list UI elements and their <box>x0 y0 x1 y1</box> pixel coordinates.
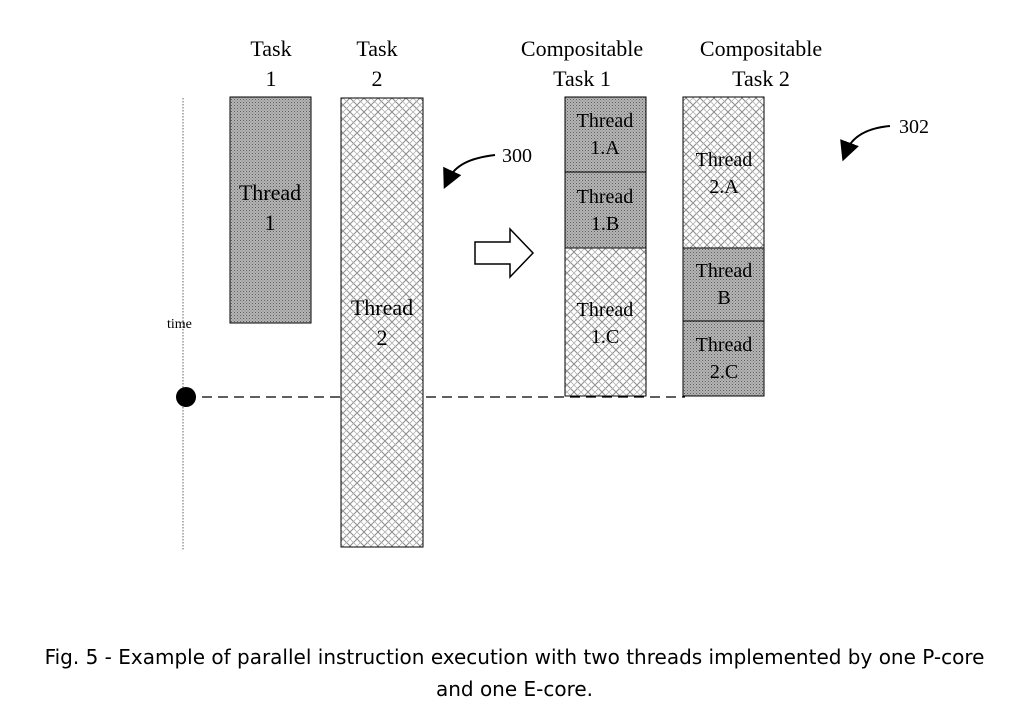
block-thread2b: Thread B <box>682 247 765 322</box>
svg-text:2.C: 2.C <box>710 361 738 383</box>
transform-arrow-icon <box>474 227 535 279</box>
block-thread1: Thread 1 <box>229 96 312 324</box>
ref-302: 302 <box>840 116 929 162</box>
block-thread2: Thread 2 <box>340 97 424 548</box>
header-task1: Task 1 <box>250 36 291 91</box>
svg-text:Task 2: Task 2 <box>732 66 790 91</box>
svg-text:Task: Task <box>356 36 397 61</box>
svg-text:Thread: Thread <box>696 334 753 356</box>
svg-text:Compositable: Compositable <box>521 36 643 61</box>
svg-text:Thread: Thread <box>696 260 753 282</box>
block-thread1a: Thread 1.A <box>564 96 647 173</box>
svg-text:1: 1 <box>266 66 277 91</box>
header-task2: Task 2 <box>356 36 397 91</box>
time-marker-dot <box>176 387 196 407</box>
block-thread1b: Thread 1.B <box>564 171 647 249</box>
svg-text:1.A: 1.A <box>590 137 620 159</box>
svg-text:Thread: Thread <box>577 299 634 321</box>
block-thread2c: Thread 2.C <box>682 320 765 397</box>
svg-text:Thread: Thread <box>351 295 413 320</box>
time-label: time <box>167 317 192 332</box>
block-thread1c: Thread 1.C <box>564 247 647 397</box>
svg-text:Thread: Thread <box>696 149 753 171</box>
figure-caption: Fig. 5 - Example of parallel instruction… <box>0 641 1029 705</box>
svg-text:B: B <box>717 287 730 309</box>
svg-text:2.A: 2.A <box>709 176 739 198</box>
svg-text:302: 302 <box>899 116 929 138</box>
header-compositable-task1: Compositable Task 1 <box>521 36 643 91</box>
svg-text:Task: Task <box>250 36 291 61</box>
svg-text:Compositable: Compositable <box>700 36 822 61</box>
svg-text:Thread: Thread <box>577 186 634 208</box>
svg-text:300: 300 <box>502 145 532 167</box>
svg-text:1: 1 <box>265 210 276 235</box>
ref-300: 300 <box>443 145 532 190</box>
header-compositable-task2: Compositable Task 2 <box>700 36 822 91</box>
svg-text:1.C: 1.C <box>591 326 619 348</box>
svg-text:2: 2 <box>377 325 388 350</box>
svg-text:Task 1: Task 1 <box>553 66 611 91</box>
svg-text:2: 2 <box>372 66 383 91</box>
svg-text:Thread: Thread <box>239 180 301 205</box>
caption-line2: and one E-core. <box>435 677 594 701</box>
block-thread2a: Thread 2.A <box>682 96 765 249</box>
svg-text:1.B: 1.B <box>591 213 619 235</box>
svg-text:Thread: Thread <box>577 110 634 132</box>
caption-line1: Fig. 5 - Example of parallel instruction… <box>44 645 985 669</box>
